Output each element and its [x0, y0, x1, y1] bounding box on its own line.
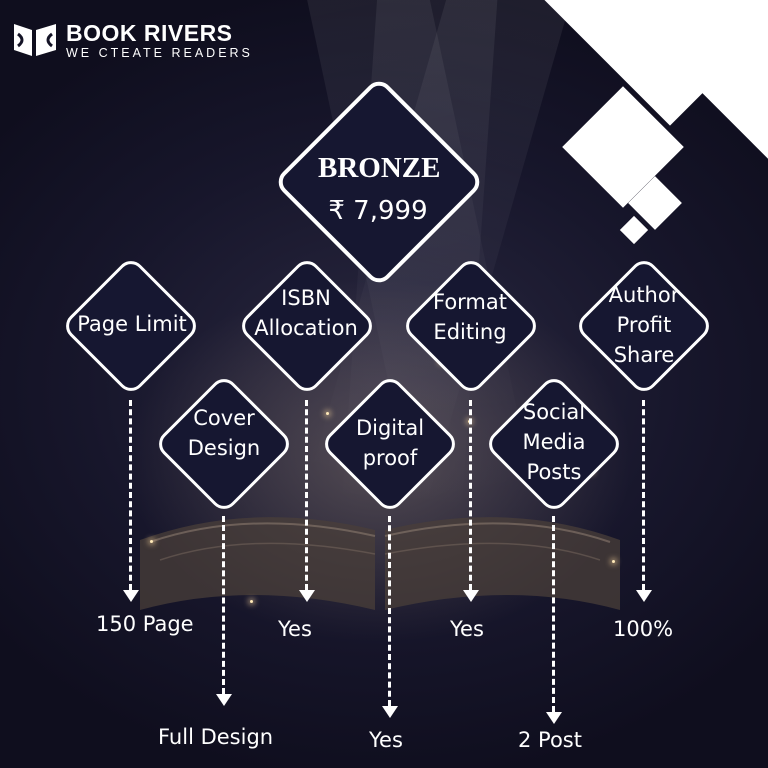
feature-value-isbn: Yes: [278, 617, 312, 641]
feature-label-social-media: Social Media Posts: [522, 400, 586, 484]
feature-value-author-profit: 100%: [613, 617, 674, 641]
dashed-arrow: [552, 516, 555, 712]
feature-value-format-editing: Yes: [450, 617, 484, 641]
sparkle: [612, 560, 615, 563]
arrow-down-icon: [382, 706, 398, 718]
sparkle: [150, 540, 153, 543]
arrow-down-icon: [299, 590, 315, 602]
plan-price: ₹ 7,999: [328, 196, 428, 226]
open-book-image: [140, 517, 620, 610]
feature-label-cover-design: Cover Design: [187, 406, 261, 460]
sparkle: [326, 412, 329, 415]
dashed-arrow: [642, 400, 645, 590]
feature-label-format-editing: Format Editing: [432, 290, 507, 344]
brand-name: BOOK RIVERS: [66, 20, 233, 46]
arrow-down-icon: [636, 590, 652, 602]
arrow-down-icon: [216, 694, 232, 706]
sparkle: [250, 600, 253, 603]
arrow-down-icon: [123, 590, 139, 602]
arrow-down-icon: [546, 712, 562, 724]
book-logo-icon: [14, 24, 56, 56]
feature-label-author-profit: Author Profit Share: [608, 283, 680, 367]
feature-value-digital-proof: Yes: [369, 728, 403, 752]
dashed-arrow: [129, 400, 132, 590]
dashed-arrow: [222, 516, 225, 694]
brand-logo: BOOK RIVERS WE CTEATE READERS: [12, 20, 253, 60]
feature-value-cover-design: Full Design: [158, 725, 274, 749]
feature-label-isbn: ISBN Allocation: [254, 286, 358, 340]
dashed-arrow: [305, 400, 308, 590]
feature-label-page-limit: Page Limit: [77, 312, 187, 336]
feature-value-page-limit: 150 Page: [96, 612, 194, 636]
arrow-down-icon: [463, 590, 479, 602]
dashed-arrow: [388, 516, 391, 706]
dashed-arrow: [469, 400, 472, 590]
plan-name: BRONZE: [318, 152, 441, 184]
feature-label-digital-proof: Digital proof: [355, 416, 425, 470]
feature-value-social-media: 2 Post: [518, 728, 582, 752]
brand-tagline: WE CTEATE READERS: [66, 46, 253, 60]
